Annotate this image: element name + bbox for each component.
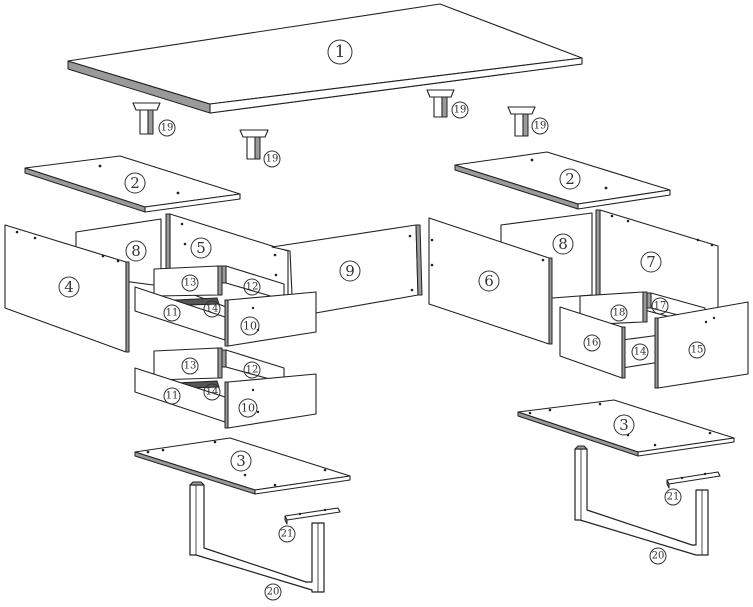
label-text: 14 <box>206 387 219 398</box>
part-20-leg-frame-left <box>189 481 325 593</box>
part-21-rail-right <box>666 471 721 489</box>
label-part-18: 18 <box>610 304 628 322</box>
label-text: 10 <box>243 320 257 333</box>
label-part-3: 3 <box>613 414 635 436</box>
label-text: 7 <box>646 253 656 271</box>
label-text: 8 <box>558 235 568 253</box>
label-part-19: 19 <box>451 101 469 119</box>
label-part-12: 12 <box>243 361 261 379</box>
label-text: 1 <box>335 42 346 62</box>
label-part-20: 20 <box>264 583 282 601</box>
label-part-2: 2 <box>124 172 146 194</box>
label-text: 20 <box>267 587 280 598</box>
label-part-3: 3 <box>230 450 252 472</box>
label-part-9: 9 <box>339 260 361 282</box>
label-part-5: 5 <box>190 237 212 259</box>
label-text: 14 <box>634 347 647 358</box>
label-text: 3 <box>236 452 246 470</box>
label-part-10: 10 <box>240 316 260 336</box>
label-part-19: 19 <box>158 119 176 137</box>
part-21-rail-left <box>284 507 341 525</box>
label-text: 15 <box>691 345 704 356</box>
label-part-14: 14 <box>203 383 221 401</box>
label-text: 11 <box>166 391 179 402</box>
label-part-17: 17 <box>651 297 669 315</box>
part-19-bracket <box>239 129 269 160</box>
label-part-8: 8 <box>552 233 574 255</box>
label-part-16: 16 <box>583 334 601 352</box>
label-part-14: 14 <box>631 343 649 361</box>
label-text: 12 <box>246 282 259 293</box>
drawer-upper-left <box>134 265 317 347</box>
label-part-8: 8 <box>125 240 147 262</box>
label-text: 19 <box>161 123 174 134</box>
label-text: 6 <box>484 272 494 290</box>
label-text: 9 <box>345 262 355 280</box>
label-text: 2 <box>565 170 575 188</box>
part-3-bottom-panel-right <box>517 399 735 457</box>
label-part-12: 12 <box>243 278 261 296</box>
label-text: 11 <box>166 308 179 319</box>
label-text: 10 <box>241 402 255 415</box>
part-19-bracket <box>507 106 536 137</box>
label-part-13: 13 <box>181 274 199 292</box>
part-2-shelf-right <box>454 151 671 210</box>
label-part-4: 4 <box>58 276 80 298</box>
label-part-14: 14 <box>203 300 221 318</box>
label-text: 19 <box>534 121 547 132</box>
label-text: 14 <box>206 304 219 315</box>
label-text: 17 <box>654 301 667 312</box>
label-part-10: 10 <box>238 398 258 418</box>
label-text: 12 <box>246 365 259 376</box>
label-part-1: 1 <box>327 39 353 65</box>
part-6-side-panel-divider <box>428 217 553 345</box>
label-part-11: 11 <box>163 304 181 322</box>
label-text: 5 <box>196 239 206 257</box>
part-1-table-top <box>67 3 583 114</box>
label-text: 19 <box>454 105 467 116</box>
part-3-bottom-panel-left <box>134 437 351 495</box>
label-text: 13 <box>184 278 197 289</box>
label-part-7: 7 <box>640 251 662 273</box>
label-text: 4 <box>64 278 74 296</box>
label-text: 2 <box>130 174 140 192</box>
label-text: 20 <box>652 551 665 562</box>
label-part-20: 20 <box>649 547 667 565</box>
part-19-bracket <box>132 102 161 135</box>
part-19-bracket <box>426 89 455 118</box>
label-part-6: 6 <box>478 270 500 292</box>
label-text: 3 <box>619 416 629 434</box>
label-part-19: 19 <box>531 117 549 135</box>
label-text: 13 <box>184 361 197 372</box>
part-2-shelf-left <box>24 155 241 213</box>
label-part-2: 2 <box>559 168 581 190</box>
label-text: 8 <box>131 242 141 260</box>
label-part-21: 21 <box>664 488 682 506</box>
drawer-lower-left <box>134 347 317 429</box>
label-text: 21 <box>667 492 680 503</box>
label-part-21: 21 <box>278 525 296 543</box>
label-text: 16 <box>586 338 599 349</box>
part-4-side-panel-left <box>4 224 130 353</box>
label-text: 21 <box>281 529 294 540</box>
label-text: 18 <box>613 308 626 319</box>
part-20-leg-frame-right <box>574 445 709 556</box>
label-part-13: 13 <box>181 357 199 375</box>
label-part-11: 11 <box>163 387 181 405</box>
label-text: 19 <box>266 154 279 165</box>
label-part-19: 19 <box>263 150 281 168</box>
label-part-15: 15 <box>688 341 706 359</box>
